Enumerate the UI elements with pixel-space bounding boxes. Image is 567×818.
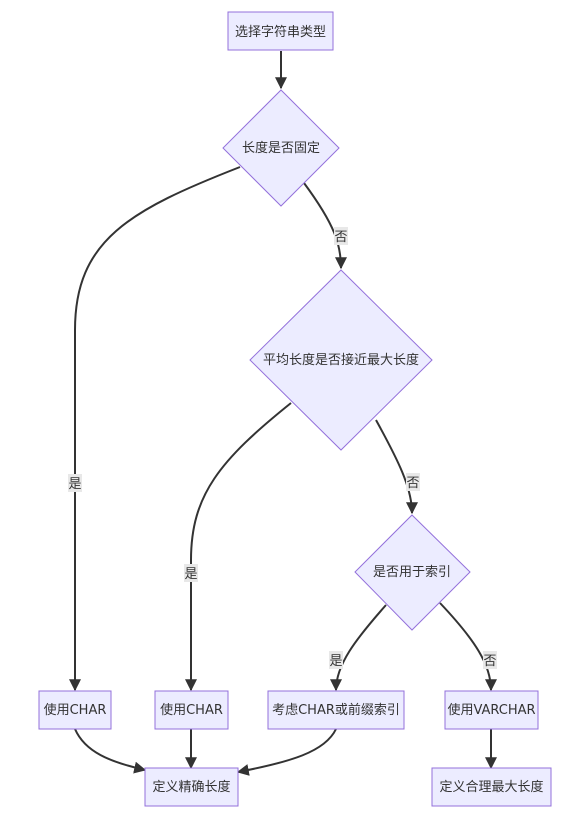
decision-avg-length-label: 平均长度是否接近最大长度 [263, 352, 419, 368]
node-define-exact-length-label: 定义精确长度 [152, 779, 230, 795]
node-use-char-1-label: 使用CHAR [44, 702, 107, 718]
edge-label-index-yes: 是 [329, 651, 343, 669]
edge-label-avg-no: 否 [406, 473, 420, 491]
node-start: 选择字符串类型 [227, 11, 334, 51]
edge-avg-yes-to-char2 [185, 402, 292, 692]
svg-text:是: 是 [68, 477, 81, 492]
edge-prefix-to-exact [236, 728, 337, 776]
decision-used-for-index: 是否用于索引 [354, 514, 471, 631]
svg-text:是: 是 [329, 654, 342, 669]
node-consider-prefix-index: 考虑CHAR或前缀索引 [267, 690, 405, 730]
edge-label-fixed-no: 否 [334, 227, 348, 245]
svg-text:否: 否 [483, 654, 496, 669]
node-use-char-2-label: 使用CHAR [160, 702, 223, 718]
node-consider-prefix-index-label: 考虑CHAR或前缀索引 [272, 702, 400, 718]
node-define-exact-length: 定义精确长度 [144, 767, 239, 807]
node-start-label: 选择字符串类型 [235, 24, 326, 40]
node-define-reasonable-max-length-label: 定义合理最大长度 [439, 779, 543, 795]
svg-text:否: 否 [334, 230, 347, 245]
edge-index-no-to-varchar [439, 602, 497, 692]
edge-fixed-no-to-avg [303, 182, 347, 270]
edge-label-avg-yes: 是 [184, 564, 198, 582]
edge-index-yes-to-prefix [330, 604, 387, 692]
svg-text:否: 否 [406, 476, 419, 491]
decision-avg-length: 平均长度是否接近最大长度 [249, 269, 433, 451]
node-use-varchar: 使用VARCHAR [444, 690, 539, 730]
edge-label-index-no: 否 [483, 651, 497, 669]
edge-char1-to-exact [74, 728, 147, 774]
decision-fixed-length: 长度是否固定 [222, 89, 340, 207]
node-use-char-2: 使用CHAR [154, 690, 229, 730]
decision-used-for-index-label: 是否用于索引 [373, 565, 451, 580]
edge-label-fixed-yes: 是 [68, 474, 82, 492]
edge-avg-no-to-index [375, 419, 418, 515]
node-define-reasonable-max-length: 定义合理最大长度 [431, 767, 552, 807]
node-use-char-1: 使用CHAR [38, 690, 112, 730]
svg-text:是: 是 [184, 567, 197, 582]
node-use-varchar-label: 使用VARCHAR [447, 702, 535, 718]
edge-fixed-yes-to-char1 [69, 166, 241, 692]
decision-fixed-length-label: 长度是否固定 [242, 140, 320, 156]
